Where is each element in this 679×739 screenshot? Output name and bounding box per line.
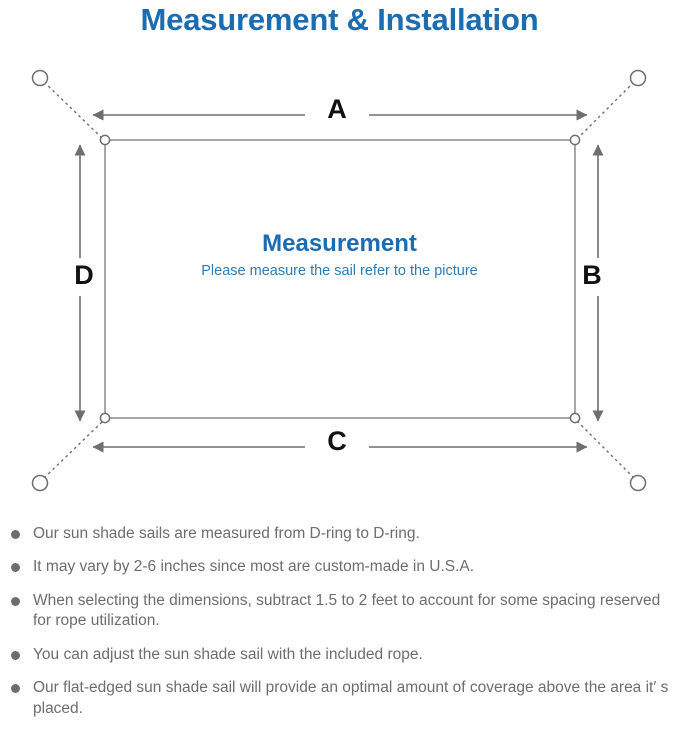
anchor-bottom-right-icon [629,474,647,492]
anchor-points [31,69,647,492]
page-title: Measurement & Installation [140,2,539,37]
rope-top-left [43,81,103,139]
d-ring-top-left-icon [99,134,111,146]
diagram-svg [31,69,647,492]
dimension-label-d: D [74,260,94,290]
anchor-bottom-left-icon [31,474,49,492]
sail-outline [104,139,576,419]
bullet-icon [11,530,20,539]
d-rings [99,134,581,424]
note-text: When selecting the dimensions, subtract … [33,591,661,630]
d-ring-bottom-right-icon [569,412,581,424]
list-item: When selecting the dimensions, subtract … [0,591,679,632]
bullet-icon [11,596,20,606]
d-ring-bottom-left-icon [99,412,111,424]
rope-lines [43,81,635,479]
anchor-top-left-icon [31,69,49,87]
dimension-label-a: A [327,94,347,124]
rope-top-right [577,81,635,139]
note-text: Our flat-edged sun shade sail will provi… [33,679,669,717]
sail-center-text: Measurement Please measure the sail refe… [0,230,679,281]
notes-list: Our sun shade sails are measured from D-… [0,524,679,732]
list-item: Our sun shade sails are measured from D-… [0,524,679,544]
dimension-label-c: C [327,426,347,456]
bullet-icon [11,650,20,660]
rope-bottom-left [43,421,103,479]
rope-bottom-right [577,421,635,479]
note-text: It may vary by 2-6 inches since most are… [33,558,475,576]
bullet-icon [11,684,20,694]
bullet-icon [11,563,20,573]
anchor-top-right-icon [629,69,647,87]
sail-center-subtitle: Please measure the sail refer to the pic… [201,263,478,280]
dimension-label-b: B [582,260,602,290]
shade-sail-measurement-diagram: A C D B Measurement Please measure the s… [0,46,679,516]
list-item: Our flat-edged sun shade sail will provi… [0,678,679,719]
note-text: You can adjust the sun shade sail with t… [33,645,423,663]
sail-center-heading: Measurement [262,230,417,257]
list-item: It may vary by 2-6 inches since most are… [0,557,679,577]
list-item: You can adjust the sun shade sail with t… [0,645,679,665]
d-ring-top-right-icon [569,134,581,146]
note-text: Our sun shade sails are measured from D-… [33,525,420,542]
